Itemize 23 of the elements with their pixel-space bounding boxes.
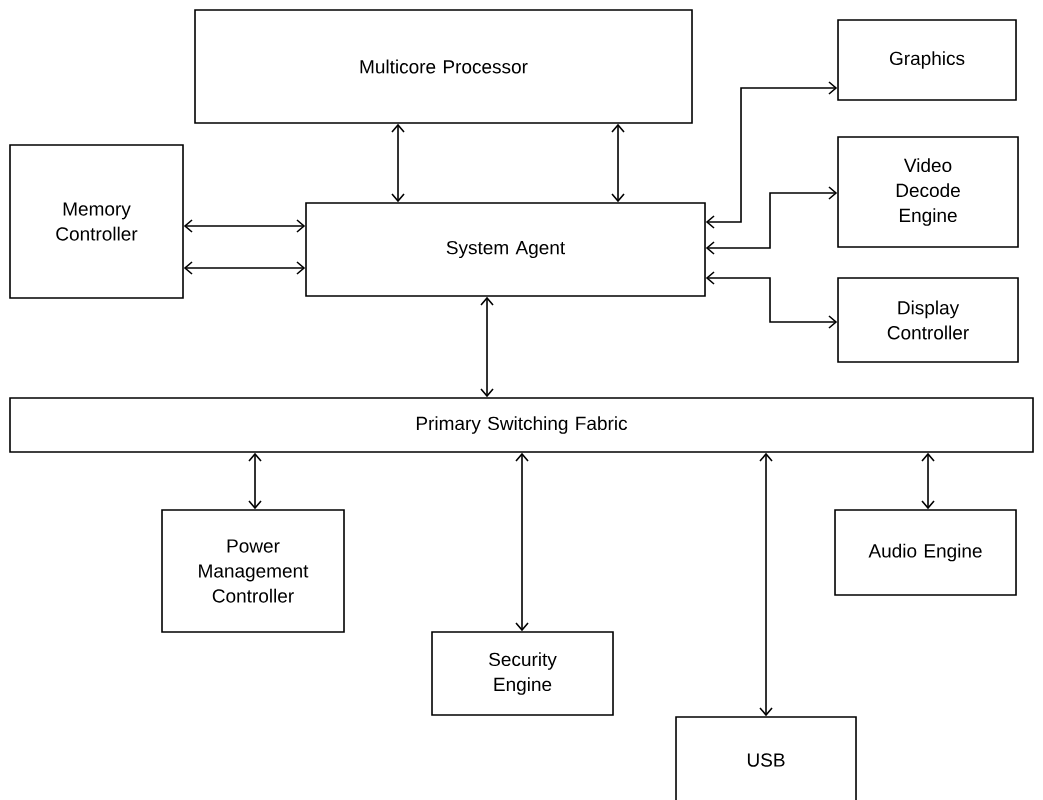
block-box: Security Engine — [431, 631, 614, 716]
arrow — [705, 186, 838, 255]
block-box: Memory Controller — [9, 144, 184, 299]
bus-bar: Primary Switching Fabric — [9, 397, 1034, 453]
arrow — [391, 123, 405, 203]
block-box: USB — [675, 716, 857, 800]
block-box: Power Management Controller — [161, 509, 345, 633]
block-box: Video Decode Engine — [837, 136, 1019, 248]
block-box: System Agent — [305, 202, 706, 297]
arrow — [705, 271, 838, 329]
arrow — [515, 452, 529, 632]
arrow — [611, 123, 625, 203]
block-box: Audio Engine — [834, 509, 1017, 596]
arrow — [705, 81, 838, 229]
arrow — [759, 452, 773, 717]
arrow — [480, 296, 494, 398]
arrow — [183, 261, 306, 275]
arrow — [921, 452, 935, 510]
arrow — [183, 219, 306, 233]
block-box: Display Controller — [837, 277, 1019, 363]
block-box: Multicore Processor — [194, 9, 693, 124]
arrow — [248, 452, 262, 510]
block-box: Graphics — [837, 19, 1017, 101]
